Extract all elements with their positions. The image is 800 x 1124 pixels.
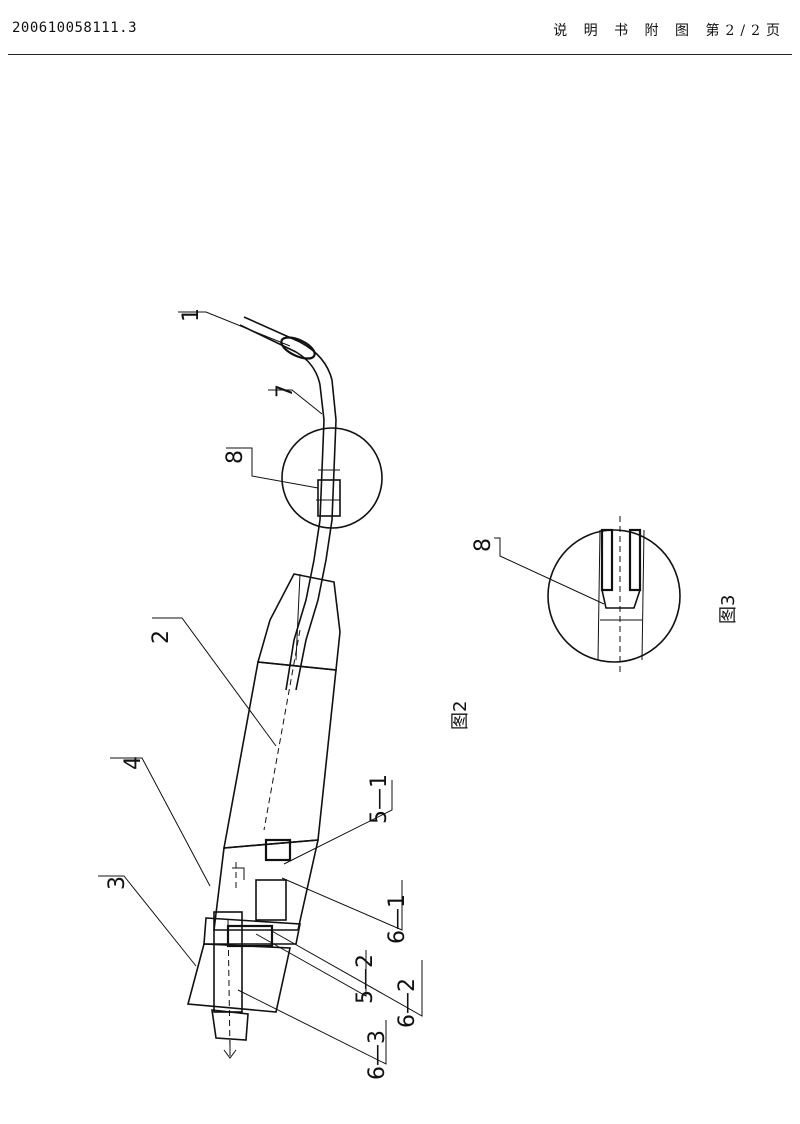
header-rule (8, 54, 792, 55)
label-6-3: 6—3 (365, 1030, 390, 1080)
label-7: 7 (273, 384, 298, 398)
label-5-1: 5—1 (367, 774, 392, 824)
patent-number: 200610058111.3 (12, 20, 138, 36)
figure-3-caption: 图3 (718, 595, 739, 624)
leader-lines (98, 311, 423, 1065)
figure-2-device (186, 316, 383, 1059)
figure-3-detail (547, 516, 681, 676)
label-6-2: 6—2 (395, 978, 420, 1028)
page-info: 说 明 书 附 图 第2/2页 (553, 23, 786, 39)
label-6-1: 6—1 (385, 894, 410, 944)
label-8-detail: 8 (471, 538, 496, 552)
label-8: 8 (223, 450, 248, 464)
label-5-2: 5—2 (353, 954, 378, 1004)
detail-circle-8 (281, 427, 383, 529)
figure-2-caption: 图2 (450, 701, 471, 730)
label-1: 1 (179, 308, 204, 322)
leader-8-detail (494, 537, 605, 605)
label-3: 3 (105, 876, 130, 890)
label-4: 4 (121, 756, 146, 770)
label-2: 2 (149, 630, 174, 644)
